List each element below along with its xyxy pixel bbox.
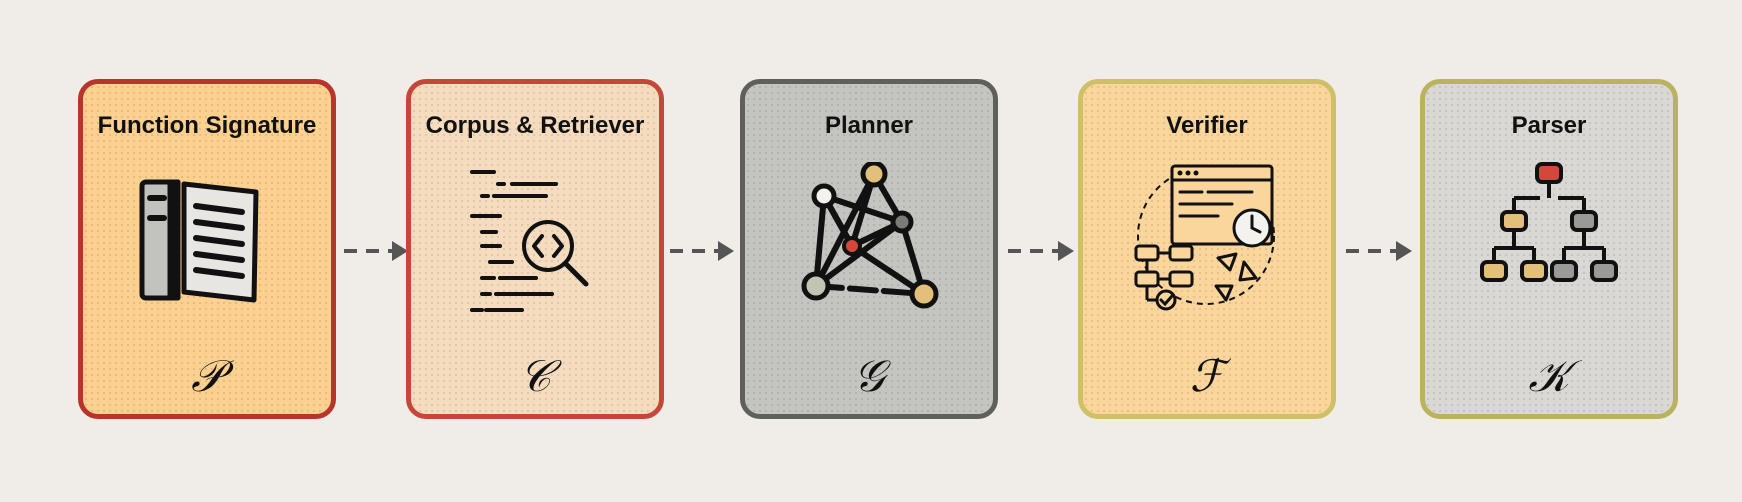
workflow-verify-icon [1134,164,1275,311]
stage-symbol: 𝒢 [853,351,885,402]
code-search-icon [470,170,589,312]
stage-card-function-signature: Function Signature 𝒫 [78,79,336,419]
stage-symbol: 𝒞 [518,351,552,402]
tree-hierarchy-icon [1480,162,1618,282]
stage-title: Planner [824,112,914,139]
stage-title: Verifier [1166,112,1248,139]
stage-symbol: ℱ [1189,351,1225,402]
stage-card-parser: Parser 𝒦 [1420,79,1678,419]
arrow-head-4 [1396,241,1412,261]
stage-card-corpus-retriever: Corpus & Retriever 𝒞 [406,79,664,419]
open-book-icon [139,179,259,303]
stage-title: Corpus & Retriever [425,112,645,139]
stage-title: Parser [1511,112,1587,139]
arrow-head-3 [1058,241,1074,261]
arrow-head-2 [718,241,734,261]
arrow-head-1 [392,241,408,261]
stage-title: Function Signature [97,112,317,139]
stage-symbol: 𝒫 [191,351,223,402]
stage-card-verifier: Verifier [1078,79,1336,419]
stage-card-planner: Planner 𝒢 [740,79,998,419]
stage-symbol: 𝒦 [1528,351,1570,402]
graph-network-icon [801,162,939,309]
